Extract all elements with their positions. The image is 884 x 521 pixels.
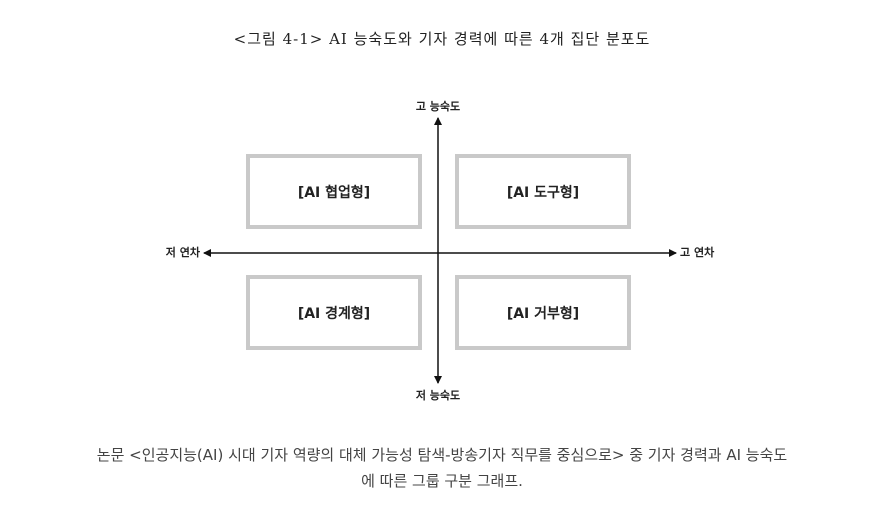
- axis-label-high-proficiency: 고 능숙도: [415, 100, 461, 113]
- caption-line-2: 에 따른 그룹 구분 그래프.: [361, 472, 523, 490]
- figure-caption: 논문 <인공지능(AI) 시대 기자 역량의 대체 가능성 탐색-방송기자 직무…: [20, 442, 864, 494]
- quadrant-label: [AI 도구형]: [506, 184, 580, 201]
- quadrant-label: [AI 거부형]: [506, 305, 580, 322]
- figure-title: <그림 4-1> AI 능숙도와 기자 경력에 따른 4개 집단 분포도: [233, 30, 651, 48]
- axis-label-low-proficiency: 저 능숙도: [415, 389, 461, 402]
- caption-line-1: 논문 <인공지능(AI) 시대 기자 역량의 대체 가능성 탐색-방송기자 직무…: [96, 446, 788, 464]
- quadrant-ai-cautious: [AI 경계형]: [246, 275, 422, 350]
- axis-label-high-seniority: 고 연차: [680, 246, 715, 259]
- quadrant-ai-collaboration: [AI 협업형]: [246, 154, 422, 229]
- quadrant-label: [AI 경계형]: [297, 305, 371, 322]
- quadrant-label: [AI 협업형]: [297, 184, 371, 201]
- quadrant-ai-tool: [AI 도구형]: [455, 154, 631, 229]
- axis-label-low-seniority: 저 연차: [165, 246, 200, 259]
- quadrant-ai-rejection: [AI 거부형]: [455, 275, 631, 350]
